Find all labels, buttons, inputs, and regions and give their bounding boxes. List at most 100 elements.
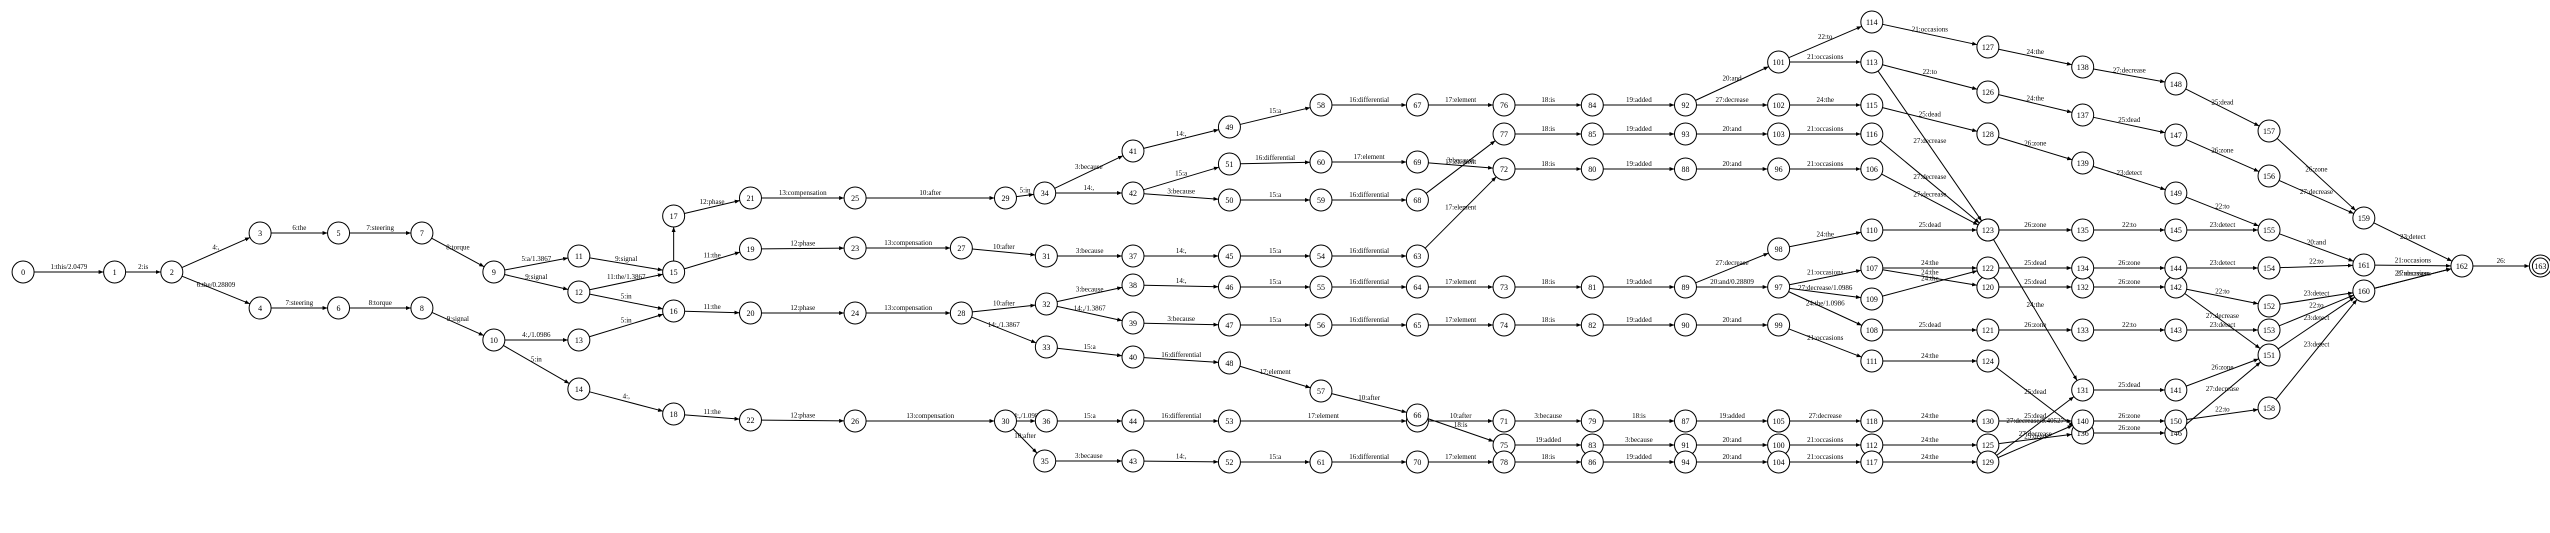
state-circle bbox=[1767, 50, 1791, 74]
state-label: 46 bbox=[1225, 283, 1233, 292]
edge-label: 7:steering bbox=[286, 299, 314, 307]
state-circle bbox=[1405, 188, 1429, 212]
edge-127-138 bbox=[1998, 48, 2073, 66]
edge-label: 22:to bbox=[2215, 406, 2230, 414]
edge-label: 3:because bbox=[1534, 412, 1562, 420]
state-node-150: 150 bbox=[2164, 409, 2188, 433]
edge-label: 15:a bbox=[1269, 316, 1282, 324]
edge-30-35 bbox=[1012, 428, 1038, 454]
state-circle bbox=[2071, 378, 2095, 402]
state-node-98: 98 bbox=[1767, 237, 1791, 261]
state-node-20: 20 bbox=[738, 301, 762, 325]
edge-label: 26:zone bbox=[2118, 278, 2140, 286]
edge-label: 27:decrease bbox=[2396, 270, 2429, 278]
edge-2-3 bbox=[181, 236, 251, 269]
edge-label: 21:occasions bbox=[1807, 269, 1843, 277]
state-label: 116 bbox=[1866, 130, 1878, 139]
state-node-97: 97 bbox=[1767, 275, 1791, 299]
edge-label: 22:to bbox=[2215, 288, 2230, 296]
edge-label: 23:detect bbox=[2304, 341, 2330, 349]
state-circle bbox=[1580, 313, 1604, 337]
edge-label: 17:element bbox=[1445, 158, 1476, 166]
state-node-27: 27 bbox=[949, 236, 973, 260]
edge-label: 23:detect bbox=[2304, 290, 2330, 298]
edge-label: 25:dead bbox=[1919, 111, 1942, 119]
state-circle bbox=[410, 221, 434, 245]
state-circle bbox=[1767, 313, 1791, 337]
edge-label: 24:the/1.0986 bbox=[1806, 300, 1845, 308]
edge-label: 15:a bbox=[1269, 278, 1282, 286]
edge-66-75 bbox=[1427, 418, 1494, 442]
edge-label: 17:element bbox=[1354, 153, 1385, 161]
state-label: 127 bbox=[1982, 43, 1994, 52]
edge-label: 8:torque bbox=[369, 299, 392, 307]
state-label: 75 bbox=[1500, 441, 1508, 450]
state-label: 44 bbox=[1129, 417, 1137, 426]
state-label: 72 bbox=[1500, 165, 1508, 174]
edge-label: 24:the bbox=[1921, 269, 1939, 277]
state-circle bbox=[567, 328, 591, 352]
state-circle bbox=[1121, 273, 1145, 297]
edge-label: 21:occasions bbox=[2395, 257, 2431, 265]
state-label: 82 bbox=[1588, 321, 1596, 330]
edge-label: 22:to bbox=[2122, 221, 2137, 229]
state-node-37: 37 bbox=[1121, 244, 1145, 268]
state-node-100: 100 bbox=[1767, 433, 1791, 457]
state-label: 114 bbox=[1866, 18, 1878, 27]
state-label: 7 bbox=[420, 229, 424, 238]
state-circle bbox=[1860, 256, 1884, 280]
state-label: 146 bbox=[2170, 429, 2182, 438]
edge-label: 16:differential bbox=[1349, 191, 1389, 199]
state-label: 79 bbox=[1588, 417, 1596, 426]
state-node-113: 113 bbox=[1860, 50, 1884, 74]
state-circle bbox=[1217, 313, 1241, 337]
edge-label: 11:the bbox=[703, 303, 720, 311]
state-label: 157 bbox=[2263, 127, 2275, 136]
edge-label: 18:is bbox=[1541, 453, 1555, 461]
state-node-103: 103 bbox=[1767, 122, 1791, 146]
state-label: 158 bbox=[2263, 404, 2275, 413]
edge-label: 7:steering bbox=[366, 224, 394, 232]
state-label: 103 bbox=[1773, 130, 1785, 139]
state-node-127: 127 bbox=[1976, 35, 2000, 59]
state-node-121: 121 bbox=[1976, 318, 2000, 342]
state-label: 89 bbox=[1681, 283, 1689, 292]
state-label: 31 bbox=[1042, 252, 1050, 261]
state-circle bbox=[1405, 313, 1429, 337]
edge-label: 24:the bbox=[2027, 301, 2045, 309]
state-node-139: 139 bbox=[2071, 151, 2095, 175]
state-node-143: 143 bbox=[2164, 318, 2188, 342]
state-label: 19 bbox=[746, 245, 754, 254]
state-label: 102 bbox=[1773, 101, 1785, 110]
edge-label: 20:and bbox=[1723, 453, 1743, 461]
state-circle bbox=[1405, 244, 1429, 268]
state-label: 55 bbox=[1317, 283, 1325, 292]
state-node-88: 88 bbox=[1673, 157, 1697, 181]
edge-label: 16:differential bbox=[1161, 412, 1201, 420]
edge-146-151 bbox=[2183, 361, 2261, 427]
state-circle bbox=[1860, 122, 1884, 146]
state-circle bbox=[2164, 409, 2188, 433]
edge-39-47 bbox=[1143, 322, 1219, 327]
edge-14-18 bbox=[589, 391, 664, 412]
edge-label: 24:the bbox=[2027, 95, 2045, 103]
state-circle bbox=[2257, 164, 2281, 188]
edge-label: 26:zone bbox=[2211, 147, 2233, 155]
state-node-41: 41 bbox=[1121, 139, 1145, 163]
edge-label: 26: bbox=[2497, 257, 2506, 265]
state-node-72: 72 bbox=[1492, 157, 1516, 181]
state-node-93: 93 bbox=[1673, 122, 1697, 146]
state-node-118: 118 bbox=[1860, 409, 1884, 433]
state-node-101: 101 bbox=[1767, 50, 1791, 74]
state-node-30: 30 bbox=[993, 409, 1017, 433]
state-circle bbox=[1976, 218, 2000, 242]
edge-label: 3:because bbox=[1076, 286, 1104, 294]
state-label: 81 bbox=[1588, 283, 1596, 292]
state-label: 30 bbox=[1001, 417, 1009, 426]
state-node-131: 131 bbox=[2071, 378, 2095, 402]
edge-label: 25:dead bbox=[2118, 381, 2141, 389]
state-label: 50 bbox=[1225, 196, 1233, 205]
state-label: 93 bbox=[1681, 130, 1689, 139]
edge-8-10 bbox=[431, 312, 484, 336]
